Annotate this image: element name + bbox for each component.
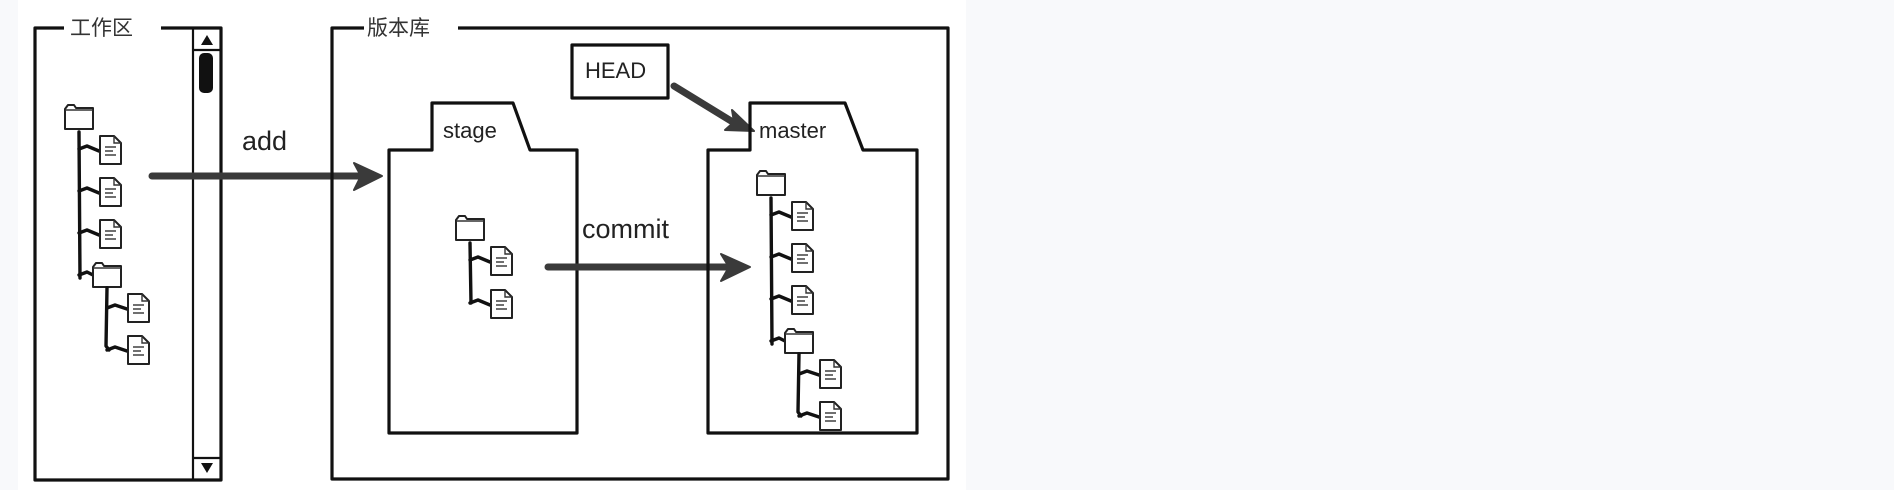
stage-label: stage: [443, 118, 497, 143]
file-icon: [791, 285, 814, 315]
diagram-svg: 工作区 add 版本库 HEAD: [33, 17, 950, 482]
workspace-title: 工作区: [70, 17, 133, 40]
workspace-tree: [64, 104, 150, 365]
folder-icon: [92, 262, 122, 288]
master-branch: master: [706, 101, 919, 435]
workspace-panel: 工作区: [33, 17, 223, 482]
folder-icon: [455, 215, 485, 241]
file-icon: [127, 293, 150, 323]
stage-tree: [455, 215, 513, 319]
master-label: master: [759, 118, 826, 143]
workspace-frame: [33, 26, 223, 482]
file-icon: [127, 335, 150, 365]
file-icon: [819, 359, 842, 389]
head-label: HEAD: [585, 58, 646, 83]
folder-icon: [64, 104, 94, 130]
stage-area: stage: [387, 101, 579, 435]
file-icon: [99, 135, 122, 165]
file-icon: [791, 201, 814, 231]
head-to-master-arrow: [670, 82, 755, 132]
stage-frame: [387, 101, 579, 435]
commit-arrow: commit: [544, 214, 751, 282]
repository-panel: 版本库 HEAD stage commit master: [330, 17, 950, 481]
repository-frame: [330, 26, 950, 481]
master-tree: [756, 170, 842, 431]
file-icon: [819, 401, 842, 431]
workspace-scrollbar[interactable]: [191, 28, 221, 480]
scroll-thumb[interactable]: [199, 53, 213, 93]
scroll-up-icon[interactable]: [201, 35, 213, 45]
commit-label: commit: [582, 214, 669, 244]
master-frame: [706, 101, 919, 435]
file-icon: [490, 289, 513, 319]
folder-icon: [784, 328, 814, 354]
file-icon: [99, 177, 122, 207]
repository-title: 版本库: [367, 17, 430, 40]
add-arrow: add: [148, 126, 383, 191]
file-icon: [99, 219, 122, 249]
git-diagram: 工作区 add 版本库 HEAD: [18, 0, 966, 490]
head-pointer: HEAD: [570, 43, 670, 100]
add-label: add: [242, 126, 287, 156]
file-icon: [791, 243, 814, 273]
scroll-down-icon[interactable]: [201, 463, 213, 473]
file-icon: [490, 246, 513, 276]
folder-icon: [756, 170, 786, 196]
